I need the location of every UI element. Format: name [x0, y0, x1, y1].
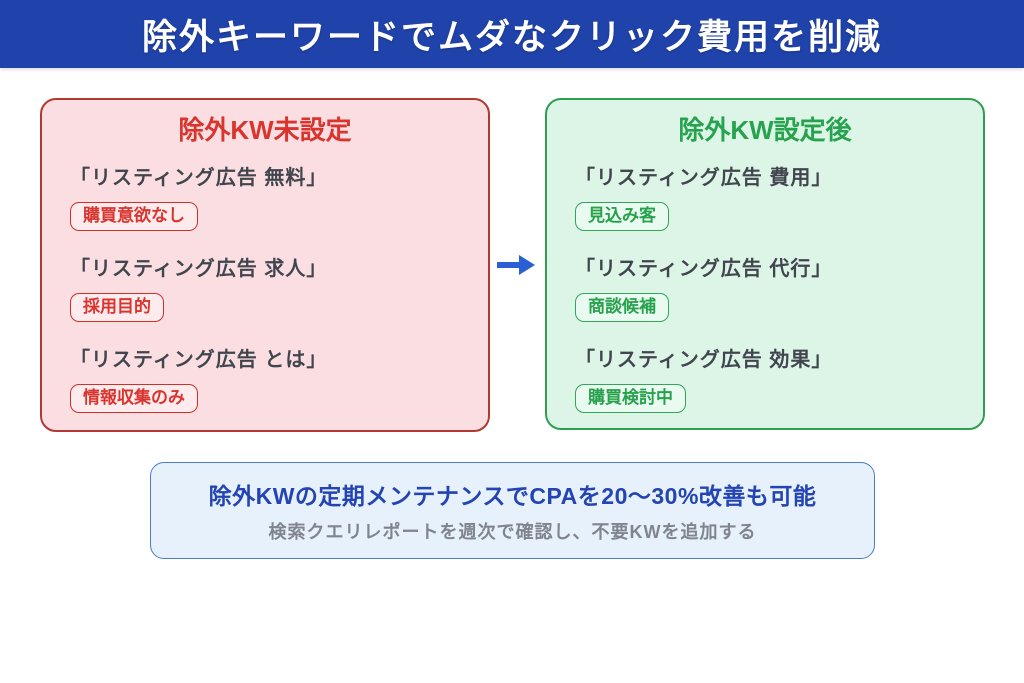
before-item-2: 「リスティング広告 求人」 採用目的 — [70, 255, 460, 346]
keyword-tag: 商談候補 — [575, 293, 669, 322]
keyword-tag: 採用目的 — [70, 293, 164, 322]
keyword-tag: 情報収集のみ — [70, 384, 198, 413]
page-title: 除外キーワードでムダなクリック費用を削減 — [141, 17, 882, 57]
before-item-1: 「リスティング広告 無料」 購買意欲なし — [70, 164, 460, 255]
keyword-tag: 購買検討中 — [575, 384, 686, 413]
keyword-text: 「リスティング広告 求人」 — [70, 258, 328, 280]
keyword-tag: 見込み客 — [575, 202, 669, 231]
before-item-3: 「リスティング広告 とは」 情報収集のみ — [70, 346, 460, 437]
footer-note-box: 除外KWの定期メンテナンスでCPAを20〜30%改善も可能 検索クエリレポートを… — [150, 462, 875, 559]
keyword-text: 「リスティング広告 無料」 — [70, 167, 328, 189]
keyword-tag: 購買意欲なし — [70, 202, 198, 231]
after-panel: 除外KW設定後 「リスティング広告 費用」 見込み客 「リスティング広告 代行」… — [545, 98, 985, 430]
keyword-text: 「リスティング広告 代行」 — [575, 258, 833, 280]
keyword-text: 「リスティング広告 とは」 — [70, 349, 328, 371]
before-panel-title: 除外KW未設定 — [178, 115, 352, 145]
after-item-1: 「リスティング広告 費用」 見込み客 — [575, 164, 955, 255]
footer-note-subtitle: 検索クエリレポートを週次で確認し、不要KWを追加する — [268, 522, 757, 542]
footer-note-title: 除外KWの定期メンテナンスでCPAを20〜30%改善も可能 — [208, 483, 817, 509]
header-bar: 除外キーワードでムダなクリック費用を削減 — [0, 0, 1024, 68]
after-panel-title: 除外KW設定後 — [678, 115, 852, 145]
keyword-text: 「リスティング広告 効果」 — [575, 349, 833, 371]
after-item-3: 「リスティング広告 効果」 購買検討中 — [575, 346, 955, 437]
after-item-2: 「リスティング広告 代行」 商談候補 — [575, 255, 955, 346]
keyword-text: 「リスティング広告 費用」 — [575, 167, 833, 189]
transition-arrow — [493, 251, 537, 279]
right-arrow-icon — [497, 255, 535, 275]
before-panel: 除外KW未設定 「リスティング広告 無料」 購買意欲なし 「リスティング広告 求… — [40, 98, 490, 432]
